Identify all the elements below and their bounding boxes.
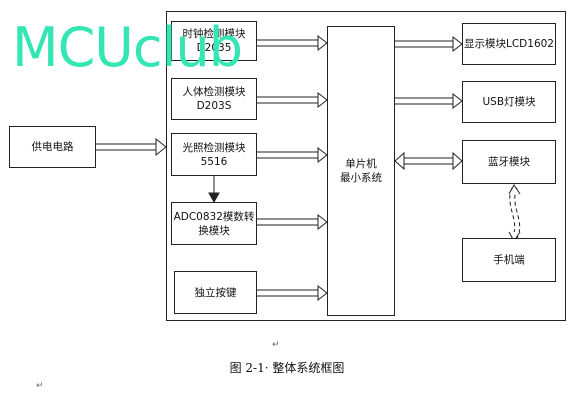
- bluetooth-module-label: 蓝牙模块: [488, 156, 530, 168]
- mcu-label-line2: 最小系统: [340, 172, 382, 184]
- adc-module-box: ADC0832模数转 换模块: [171, 202, 257, 245]
- human-module-label: 人体检测模块: [182, 86, 246, 98]
- human-module-model: D203S: [196, 100, 232, 112]
- clock-module-model: D2035: [196, 42, 232, 54]
- button-label: 独立按键: [194, 286, 237, 299]
- adc-module-label-line2: 换模块: [198, 224, 230, 237]
- lcd-module-box: 显示模块LCD1602: [462, 23, 556, 65]
- light-module-label: 光照检测模块: [182, 141, 246, 154]
- usb-lamp-label: USB灯模块: [482, 96, 536, 108]
- arrow-power-to-system: [96, 137, 167, 157]
- return-mark-bottom: ↵: [36, 381, 44, 391]
- button-box: 独立按键: [174, 271, 257, 314]
- bluetooth-module-box: 蓝牙模块: [462, 140, 556, 184]
- arrow-button-to-mcu: [257, 284, 328, 302]
- usb-lamp-box: USB灯模块: [462, 81, 556, 123]
- phone-box: 手机端: [462, 238, 556, 282]
- mcu-box: 单片机 最小系统: [327, 26, 395, 316]
- arrow-mcu-bluetooth-bidirectional: [394, 151, 463, 171]
- power-circuit-box: 供电电路: [9, 126, 96, 168]
- watermark-logo: MCUclub: [12, 16, 243, 79]
- clock-module-box: 时钟检测模块 D2035: [171, 21, 257, 61]
- light-module-model: 5516: [200, 155, 228, 168]
- arrow-light-to-mcu: [257, 146, 328, 164]
- arrow-adc-to-mcu: [257, 213, 328, 231]
- light-module-box: 光照检测模块 5516: [171, 133, 257, 176]
- adc-module-label: ADC0832模数转: [173, 210, 255, 223]
- arrow-human-to-mcu: [257, 91, 328, 109]
- return-mark-top: ↵: [272, 340, 280, 350]
- power-circuit-label: 供电电路: [31, 141, 74, 153]
- clock-module-label: 时钟检测模块: [182, 28, 246, 40]
- human-module-box: 人体检测模块 D203S: [171, 78, 257, 120]
- arrow-bluetooth-phone-wireless: [508, 184, 521, 242]
- arrow-clock-to-mcu: [257, 34, 328, 52]
- system-boundary: [166, 11, 566, 321]
- arrow-mcu-to-usb: [393, 92, 463, 110]
- arrow-light-to-adc: [208, 176, 220, 204]
- figure-caption: 图 2-1· 整体系统框图: [229, 361, 345, 375]
- phone-label: 手机端: [493, 254, 525, 266]
- arrow-mcu-to-lcd: [393, 35, 463, 53]
- lcd-module-label: 显示模块LCD1602: [464, 38, 554, 50]
- mcu-label: 单片机: [345, 158, 377, 170]
